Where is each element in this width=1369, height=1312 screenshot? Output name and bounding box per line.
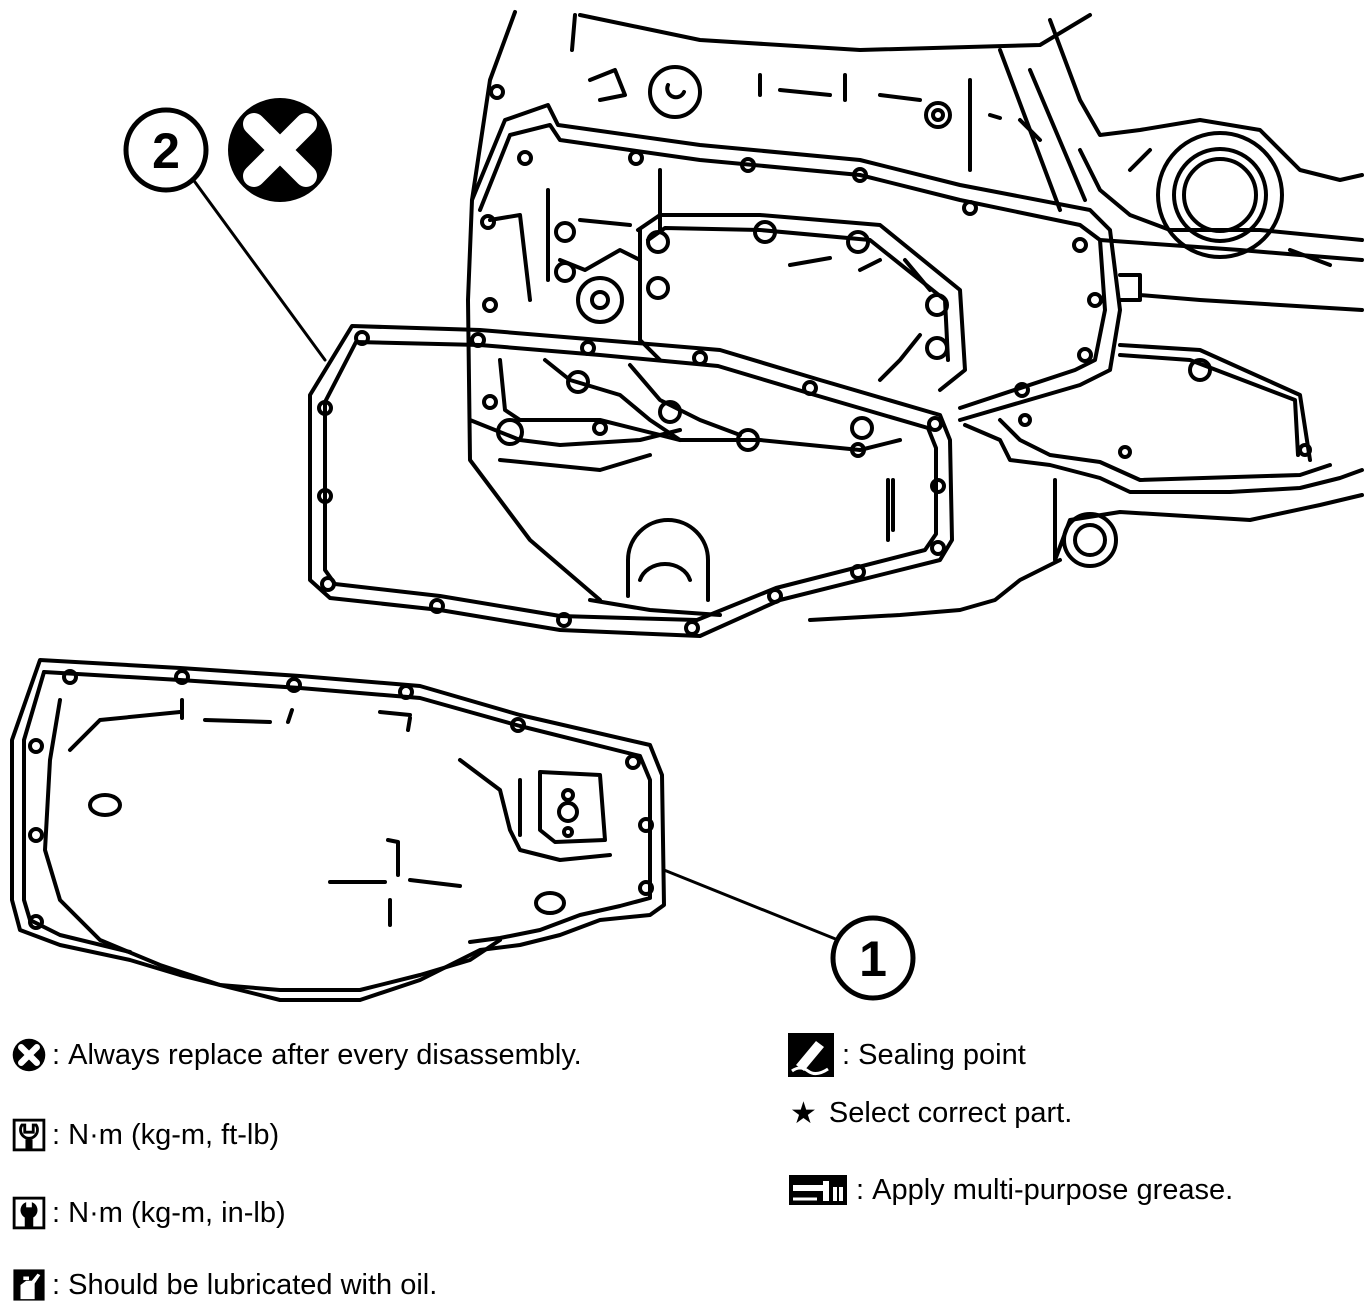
engine-block <box>466 10 1364 622</box>
callout-gasket: 2 <box>123 107 209 193</box>
torque-wrench-icon <box>12 1110 46 1160</box>
legend-select-part: ★ Select correct part. <box>790 1096 1072 1131</box>
legend-oil-prefix: : <box>52 1268 69 1301</box>
oil-pan-gasket <box>308 324 954 638</box>
legend-torque-inlb: : N·m (kg-m, in-lb) <box>12 1188 286 1238</box>
oil-pan-exploded-diagram: 2 1 <box>10 10 1364 1002</box>
legend-sealing-prefix: : <box>842 1038 859 1071</box>
oil-can-icon <box>12 1260 46 1310</box>
grease-gun-icon <box>786 1165 850 1215</box>
star-icon: ★ <box>790 1097 817 1130</box>
sealant-tube-icon <box>786 1030 836 1080</box>
legend-oil-text: Should be lubricated with oil. <box>68 1268 438 1301</box>
legend-oil: : Should be lubricated with oil. <box>12 1260 437 1310</box>
callout-gasket-number: 2 <box>152 123 180 179</box>
leader-line-oil-pan <box>662 868 840 942</box>
replace-x-icon <box>12 1030 46 1080</box>
legend-replace-prefix: : <box>52 1038 69 1071</box>
legend-torque-inlb-text: N·m (kg-m, in-lb) <box>68 1196 286 1229</box>
legend-grease-text: Apply multi-purpose grease. <box>872 1173 1234 1206</box>
legend-select-part-text: Select correct part. <box>828 1097 1073 1129</box>
legend-sealing-text: Sealing point <box>858 1038 1026 1071</box>
callout-oil-pan: 1 <box>830 915 916 1001</box>
callout-oil-pan-number: 1 <box>859 931 887 987</box>
legend-torque-inlb-prefix: : <box>52 1196 69 1229</box>
oil-pan <box>10 658 666 1002</box>
legend-grease-prefix: : <box>856 1173 873 1206</box>
legend-replace-text: Always replace after every disassembly. <box>68 1038 582 1071</box>
legend-torque-ftlb-prefix: : <box>52 1118 69 1151</box>
legend-replace: : Always replace after every disassembly… <box>12 1030 582 1080</box>
legend-torque-ftlb-text: N·m (kg-m, ft-lb) <box>68 1118 280 1151</box>
legend-torque-ftlb: : N·m (kg-m, ft-lb) <box>12 1110 279 1160</box>
legend-grease: : Apply multi-purpose grease. <box>786 1165 1233 1215</box>
legend-sealing: : Sealing point <box>786 1030 1026 1080</box>
leader-line-gasket <box>190 176 327 362</box>
replace-x-icon <box>228 98 332 202</box>
torque-wrench-filled-icon <box>12 1188 46 1238</box>
